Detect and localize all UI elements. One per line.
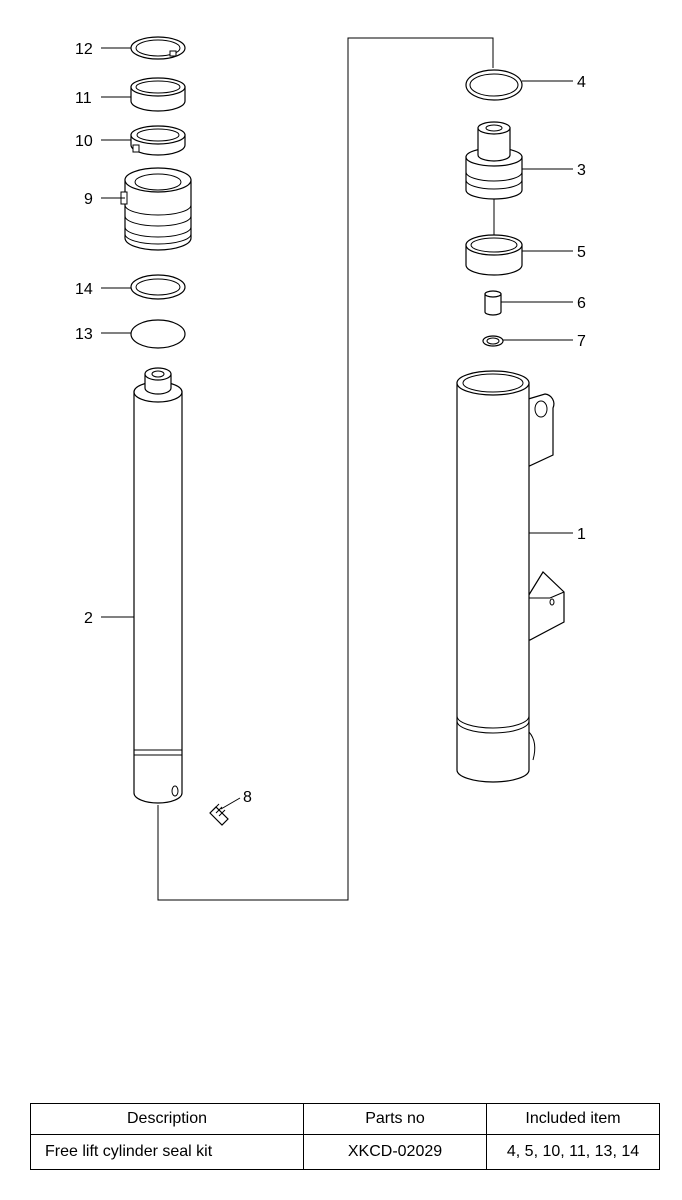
- part-13-o-ring: [130, 319, 186, 349]
- callout-3: 3: [577, 162, 586, 179]
- part-3-piston: [465, 121, 523, 240]
- callout-6: 6: [577, 295, 586, 312]
- exploded-parts-diagram: 1 2 3 4 5 6 7 8 9 10 11 12 13 14: [75, 36, 586, 901]
- part-6-pin: [484, 290, 502, 316]
- part-10-wiper-ring: [130, 125, 186, 156]
- leader-lines: [101, 47, 573, 810]
- callout-1: 1: [577, 526, 586, 543]
- header-parts-no: Parts no: [303, 1103, 487, 1135]
- callout-9: 9: [84, 191, 93, 208]
- callout-7: 7: [577, 333, 586, 350]
- part-14-ring: [130, 274, 186, 300]
- cell-description: Free lift cylinder seal kit: [30, 1134, 304, 1170]
- callout-5: 5: [577, 244, 586, 261]
- part-1-cylinder-tube: [456, 370, 565, 783]
- callout-2: 2: [84, 610, 93, 627]
- seal-kit-table: Description Parts no Included item Free …: [30, 1103, 660, 1170]
- part-12-snap-ring: [130, 36, 186, 60]
- header-included-item: Included item: [486, 1103, 660, 1135]
- table-header-row: Description Parts no Included item: [30, 1103, 660, 1135]
- header-description: Description: [30, 1103, 304, 1135]
- table-row: Free lift cylinder seal kit XKCD-02029 4…: [30, 1134, 660, 1170]
- part-11-backup-ring: [130, 77, 186, 112]
- part-5-ring: [465, 234, 523, 276]
- part-8-set-screw: [209, 803, 229, 826]
- callout-12: 12: [75, 41, 93, 58]
- cell-included-item: 4, 5, 10, 11, 13, 14: [486, 1134, 660, 1170]
- callout-11: 11: [75, 90, 92, 107]
- part-9-gland: [120, 167, 192, 251]
- callout-13: 13: [75, 326, 93, 343]
- callout-4: 4: [577, 74, 586, 91]
- part-4-dust-seal: [465, 69, 523, 101]
- callout-8: 8: [243, 789, 252, 806]
- part-7-small-o-ring: [482, 335, 504, 347]
- part-2-piston-rod: [133, 367, 183, 804]
- callout-14: 14: [75, 281, 93, 298]
- cell-parts-no: XKCD-02029: [303, 1134, 487, 1170]
- assembly-connector-line: [157, 37, 494, 901]
- callout-10: 10: [75, 133, 93, 150]
